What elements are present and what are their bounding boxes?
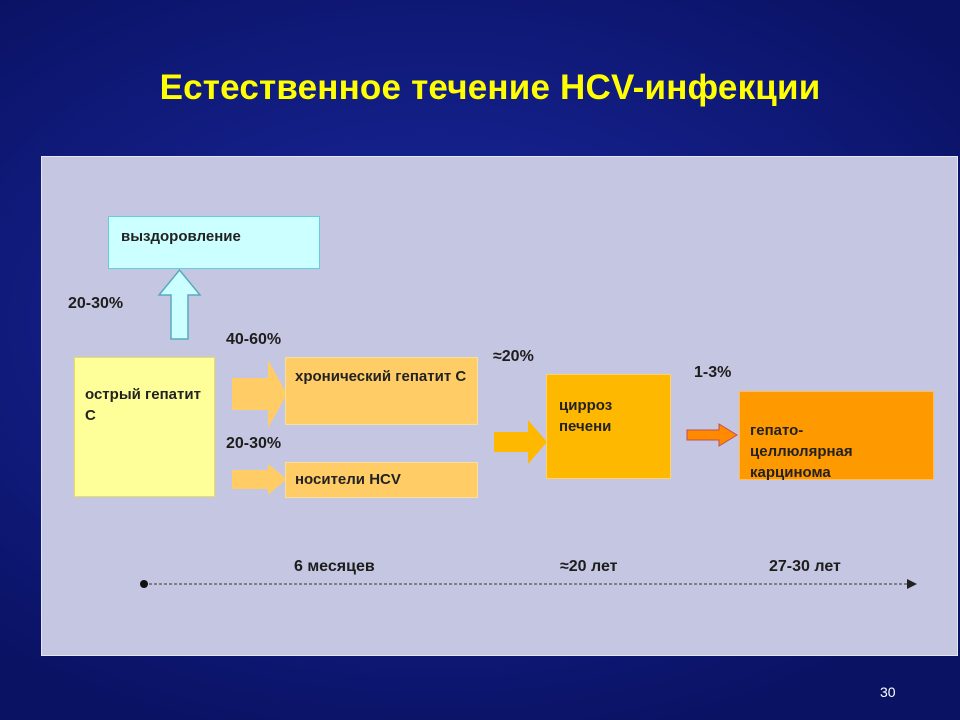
- timeline-label-6-months: 6 месяцев: [294, 558, 375, 575]
- chronic-hepatitis-label: хронический гепатит С: [295, 368, 467, 385]
- timeline-start-dot: [140, 580, 148, 588]
- carcinoma-label: гепато- целлюлярная карцинома: [750, 422, 853, 481]
- slide-number: 30: [880, 684, 896, 700]
- chronic-hepatitis-box: хронический гепатит С: [285, 357, 478, 425]
- hcv-carriers-box: носители HCV: [285, 462, 478, 498]
- hcv-carriers-label: носители HCV: [295, 471, 401, 488]
- arrow-to-carriers: [232, 464, 287, 495]
- arrow-to-carcinoma: [686, 423, 738, 447]
- cirrhosis-label: цирроз печени: [559, 397, 613, 435]
- recovery-box: выздоровление: [108, 216, 320, 269]
- acute-hepatitis-box: острый гепатит С: [74, 357, 215, 497]
- rate-to-cirrhosis: ≈20%: [493, 348, 534, 365]
- timeline-label-20-years: ≈20 лет: [560, 558, 618, 575]
- rate-to-carcinoma: 1-3%: [694, 364, 732, 381]
- arrow-to-cirrhosis: [494, 420, 547, 464]
- rate-to-recovery: 20-30%: [68, 295, 124, 312]
- slide-title: Естественное течение HCV-инфекции: [159, 68, 821, 107]
- timeline-arrowhead: [907, 579, 917, 589]
- arrow-up-to-recovery: [157, 268, 202, 340]
- arrow-to-chronic: [232, 360, 287, 428]
- rate-to-carriers: 20-30%: [226, 435, 282, 452]
- cirrhosis-box: цирроз печени: [546, 374, 671, 479]
- rate-to-chronic: 40-60%: [226, 331, 282, 348]
- timeline-label-27-30-years: 27-30 лет: [769, 558, 841, 575]
- acute-hepatitis-label: острый гепатит С: [85, 386, 201, 424]
- carcinoma-box: гепато- целлюлярная карцинома: [739, 391, 934, 481]
- recovery-label: выздоровление: [121, 228, 241, 245]
